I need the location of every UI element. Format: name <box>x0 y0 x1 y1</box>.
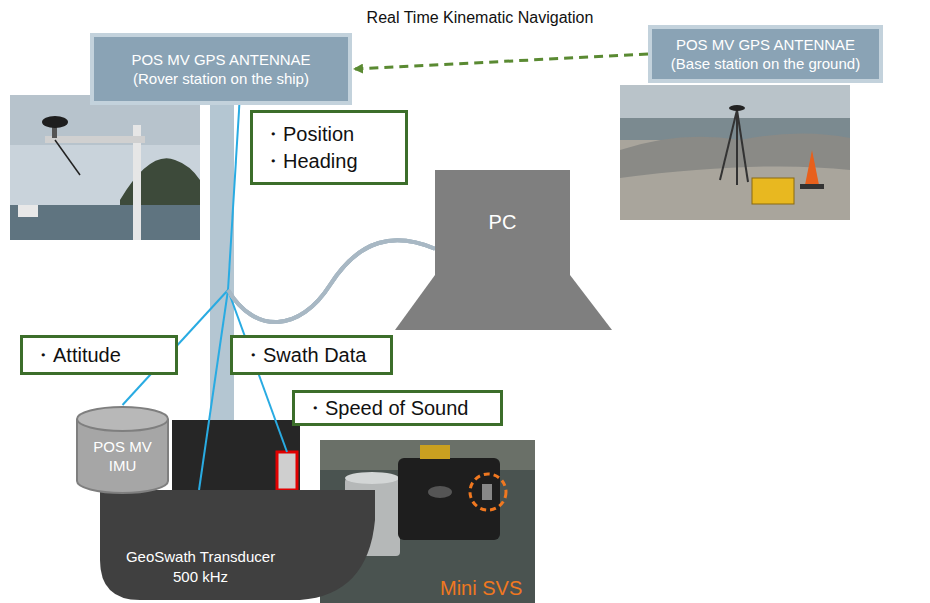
signal-tag: ・Attitude <box>20 335 178 375</box>
rtk-link <box>355 54 648 69</box>
node-text: POS MV IMU <box>92 438 154 476</box>
laptop-base <box>395 275 612 330</box>
node-text: PC <box>489 211 517 234</box>
cable <box>228 240 435 322</box>
node-text: ・Position <box>263 121 405 148</box>
node-text: ・Swath Data <box>243 342 390 369</box>
laptop-screen: PC <box>435 170 570 275</box>
imu-cylinder: POS MV IMU <box>75 405 170 495</box>
edge-label: Real Time Kinematic Navigation <box>367 9 594 27</box>
cable <box>228 240 435 322</box>
node-text: POS MV GPS ANTENNAE (Base station on the… <box>657 35 875 74</box>
node-text: GeoSwath Transducer 500 kHz <box>118 547 283 586</box>
antenna-box: POS MV GPS ANTENNAE (Rover station on th… <box>90 33 352 105</box>
signal-line <box>199 290 228 490</box>
node-text: ・Speed of Sound <box>305 395 500 422</box>
signal-tag: ・Swath Data <box>230 335 393 375</box>
node-text: ・Attitude <box>33 342 175 369</box>
photo-label: Mini SVS <box>440 577 522 600</box>
dashed-line <box>355 54 648 69</box>
antenna-box: POS MV GPS ANTENNAE (Base station on the… <box>648 25 883 83</box>
signal-tag: ・Position・Heading <box>250 110 408 185</box>
signal-tag: ・Speed of Sound <box>292 390 503 426</box>
housing <box>172 420 300 492</box>
sound-velocity-sensor <box>277 452 297 490</box>
node-text: ・Heading <box>263 148 405 175</box>
transducer-hull: GeoSwath Transducer 500 kHz <box>100 490 375 600</box>
node-text: POS MV GPS ANTENNAE (Rover station on th… <box>116 50 326 89</box>
data-line <box>199 240 435 490</box>
data-line <box>123 240 436 405</box>
antenna-photo <box>10 95 200 240</box>
signal-line <box>228 105 239 290</box>
base-station-photo <box>620 85 850 220</box>
data-line <box>228 105 435 322</box>
cable <box>228 240 435 322</box>
